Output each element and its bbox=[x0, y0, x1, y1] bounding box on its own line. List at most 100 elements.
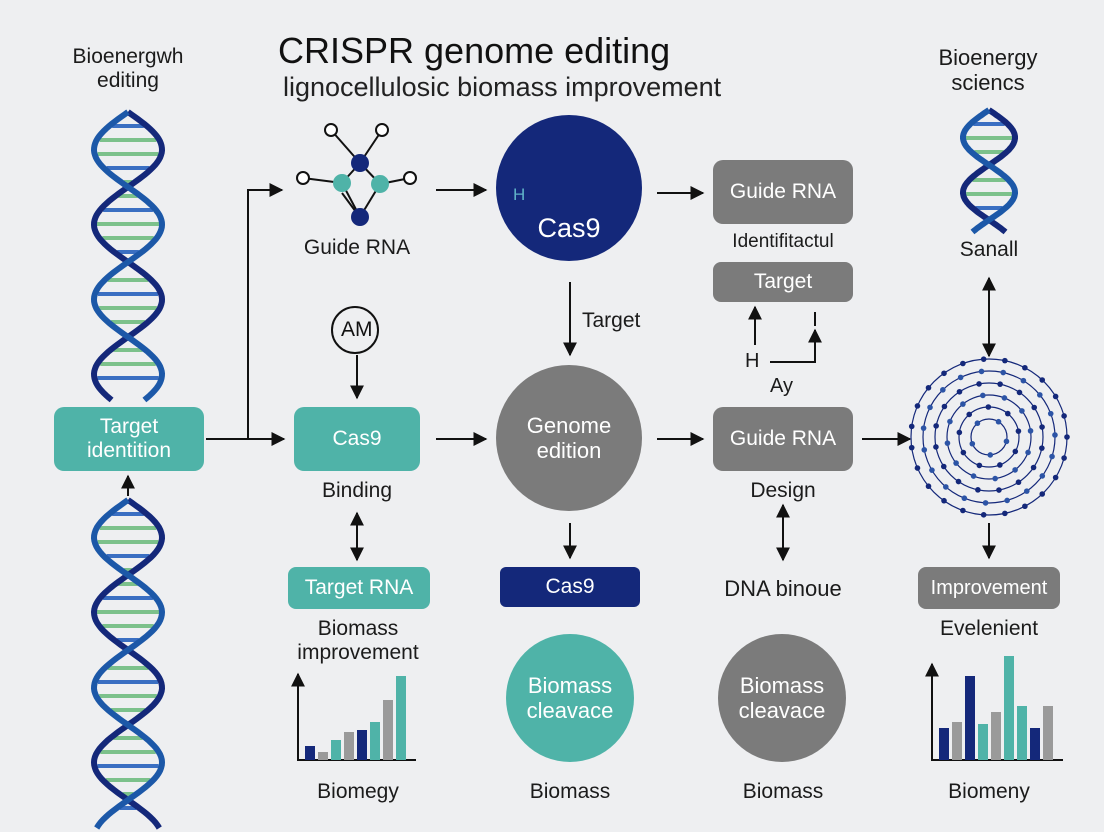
network-node bbox=[920, 425, 927, 431]
network-node bbox=[980, 512, 987, 518]
molecule-node bbox=[324, 123, 338, 137]
network-node bbox=[956, 429, 963, 436]
network-node bbox=[1022, 364, 1028, 371]
molecule-node bbox=[351, 208, 369, 226]
network-node bbox=[1025, 449, 1031, 456]
chart-bar bbox=[383, 700, 393, 760]
chart-bar bbox=[396, 676, 406, 760]
network-node bbox=[960, 401, 966, 407]
dna-sanall-label: Sanall bbox=[959, 238, 1019, 261]
network-node bbox=[974, 420, 981, 427]
chart-bar bbox=[991, 712, 1001, 760]
network-node bbox=[978, 368, 985, 375]
evelenient-caption: Evelenient bbox=[939, 617, 1039, 640]
network-node bbox=[997, 462, 1003, 468]
network-node bbox=[1012, 448, 1019, 455]
network-node bbox=[960, 449, 967, 456]
network-node bbox=[992, 475, 998, 482]
chart-bar bbox=[370, 722, 380, 760]
network-node bbox=[1039, 424, 1045, 430]
network-node bbox=[944, 440, 951, 446]
guide-rna-box-top: Guide RNA bbox=[713, 160, 853, 224]
column4-footer-label: Biomass bbox=[742, 780, 824, 803]
network-node bbox=[1022, 503, 1028, 510]
network-node bbox=[908, 444, 915, 451]
page-subtitle: lignocellulosic biomass improvement bbox=[283, 72, 722, 102]
network-node bbox=[1019, 408, 1025, 414]
network-node bbox=[982, 500, 989, 506]
chart-bar bbox=[978, 724, 988, 760]
guide-rna-molecule-icon bbox=[296, 123, 417, 226]
network-node bbox=[976, 381, 982, 387]
target-rna-box: Target RNA bbox=[288, 567, 430, 609]
network-node bbox=[929, 467, 935, 473]
molecule-node bbox=[333, 174, 351, 192]
arrow-to-guide-rna bbox=[247, 183, 284, 439]
bar-chart-icon-right bbox=[925, 656, 1063, 761]
network-node bbox=[976, 462, 983, 469]
binding-caption: Binding bbox=[321, 479, 393, 502]
page-title: CRISPR genome editing bbox=[278, 30, 671, 71]
network-node bbox=[1000, 369, 1007, 376]
biomass-improvement-caption: Biomass improvement bbox=[297, 617, 419, 665]
column3-footer-label: Biomass bbox=[529, 780, 611, 803]
chart-bar bbox=[952, 722, 962, 760]
network-node bbox=[1061, 455, 1067, 461]
concentric-network-icon bbox=[908, 356, 1070, 518]
dna-binoue-label: DNA binoue bbox=[724, 576, 842, 601]
network-node bbox=[1039, 473, 1046, 479]
dna-helix-left-top bbox=[90, 109, 166, 403]
network-node bbox=[941, 403, 948, 410]
left-top-label: Bioenergwh editing bbox=[72, 45, 184, 93]
network-node bbox=[925, 384, 932, 391]
molecule-bond bbox=[341, 192, 357, 213]
network-node bbox=[908, 423, 915, 430]
dna-right-strand bbox=[960, 107, 1018, 235]
network-node bbox=[933, 423, 939, 429]
network-node bbox=[985, 404, 992, 410]
network-node bbox=[1030, 464, 1037, 471]
network-node bbox=[943, 484, 949, 490]
bar-chart-icon-left bbox=[291, 672, 416, 761]
chart-bar bbox=[357, 730, 367, 760]
network-node bbox=[995, 418, 1002, 425]
network-node bbox=[953, 460, 959, 466]
molecule-node bbox=[296, 171, 310, 185]
chart-bar bbox=[1017, 706, 1027, 760]
identifitactul-caption: Identifitactul bbox=[732, 231, 834, 252]
dna-left-bottom-strand bbox=[90, 497, 166, 830]
network-node bbox=[1047, 410, 1054, 417]
network-node bbox=[927, 404, 933, 411]
loop-letter-h: H bbox=[745, 350, 760, 372]
network-node bbox=[1052, 393, 1059, 400]
improvement-box: Improvement bbox=[918, 567, 1060, 609]
network-node bbox=[1031, 404, 1038, 411]
cas9-box-navy: Cas9 bbox=[500, 567, 640, 607]
network-node bbox=[914, 465, 921, 471]
target-box-gray: Target bbox=[713, 262, 853, 302]
network-node bbox=[1061, 413, 1067, 419]
molecule-node bbox=[403, 171, 417, 185]
cas9-circle-label: Cas9 bbox=[537, 213, 601, 243]
dna-right-strand bbox=[960, 107, 1018, 235]
network-node bbox=[1015, 428, 1022, 434]
connector-arrows bbox=[121, 183, 996, 562]
network-node bbox=[975, 487, 981, 493]
network-node bbox=[960, 507, 966, 514]
am-icon-text: AM bbox=[341, 318, 373, 341]
molecule-node bbox=[351, 154, 369, 172]
network-node bbox=[1002, 510, 1008, 517]
network-node bbox=[956, 388, 963, 395]
dna-left-bottom-strand bbox=[90, 497, 166, 830]
network-node bbox=[1049, 453, 1055, 460]
arrow-loop-right bbox=[770, 328, 822, 363]
network-node bbox=[1020, 377, 1027, 384]
network-node bbox=[940, 387, 946, 393]
network-ring bbox=[934, 382, 1044, 492]
network-node bbox=[1003, 438, 1010, 445]
network-node bbox=[970, 473, 977, 479]
network-node bbox=[1027, 428, 1034, 434]
chart-bar bbox=[318, 752, 328, 760]
network-node bbox=[925, 483, 932, 490]
